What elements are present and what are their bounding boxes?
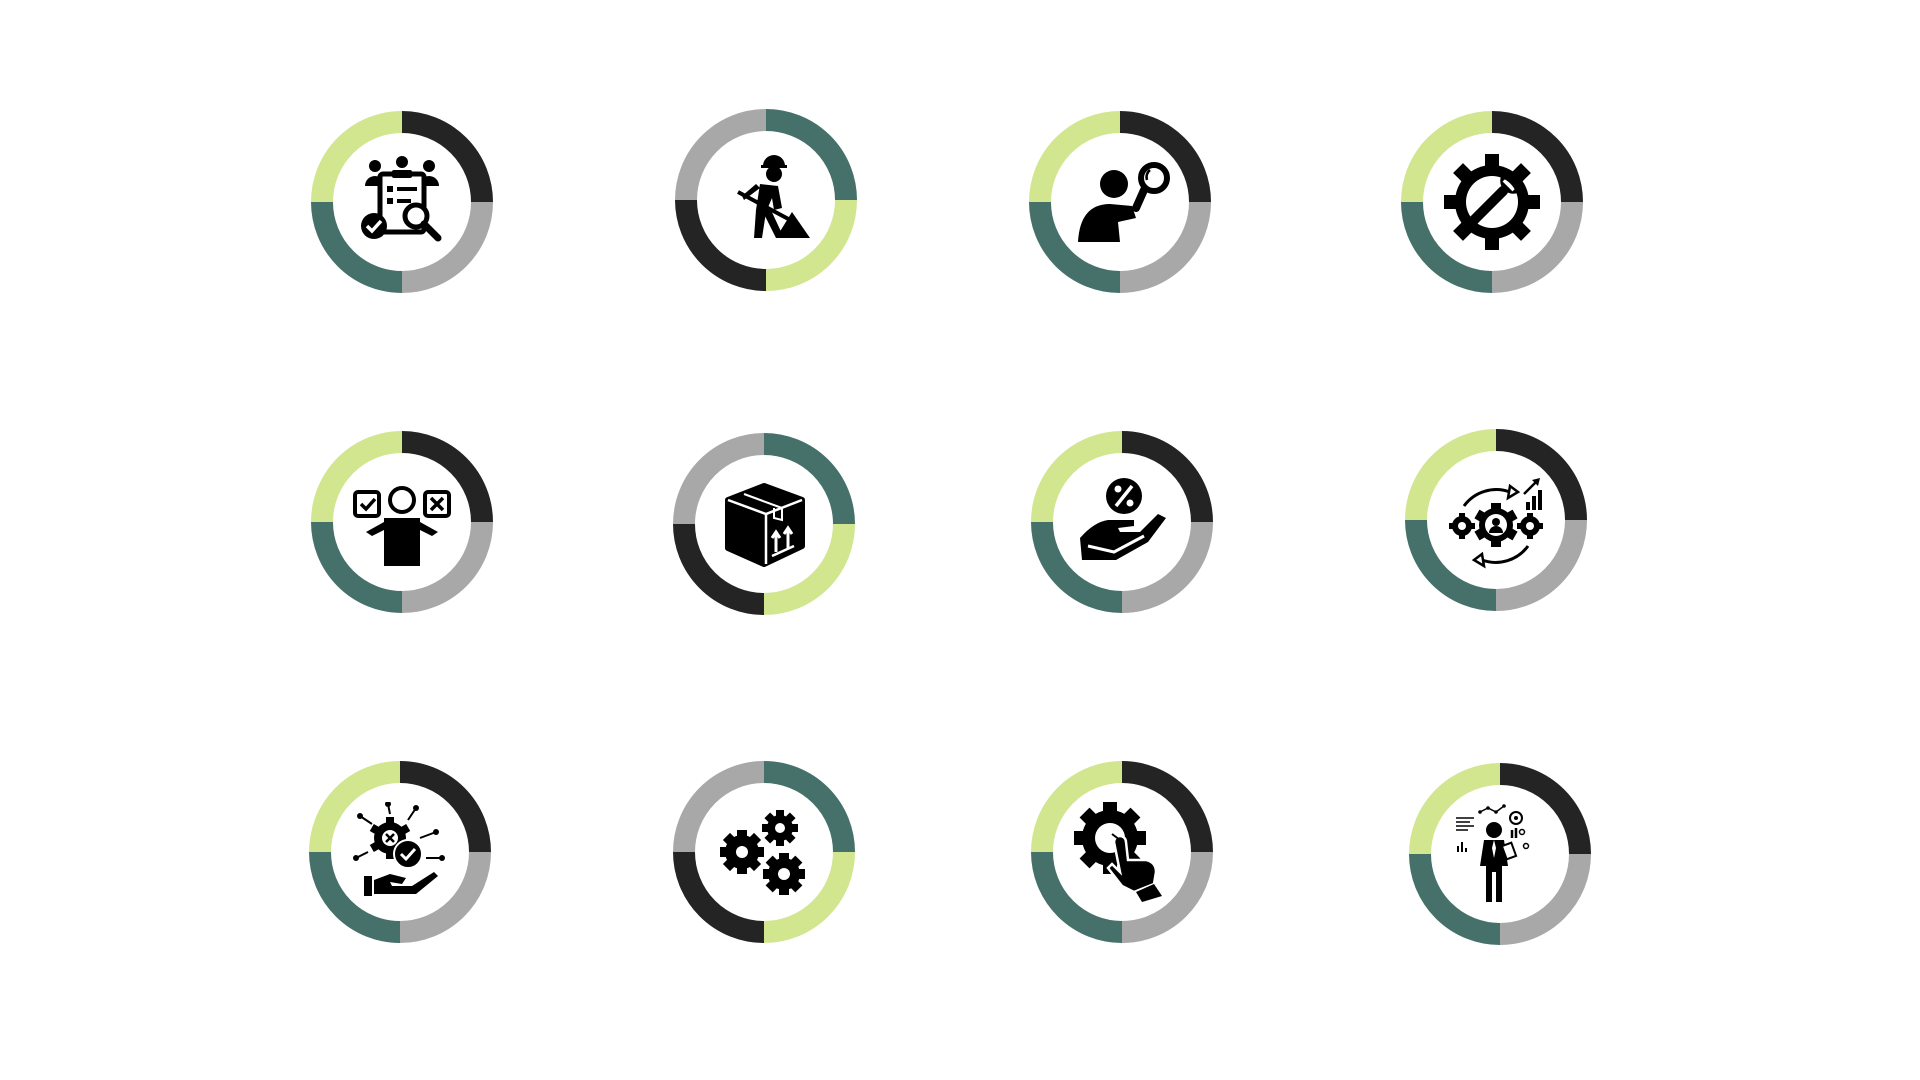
ring-segment-teal bbox=[765, 109, 857, 201]
ring-segment-teal bbox=[1031, 521, 1123, 613]
icon-badge-businessman bbox=[1408, 762, 1592, 946]
icon-badge-decision bbox=[310, 430, 494, 614]
ring-segment-gray bbox=[399, 851, 491, 943]
ring-segment-gray bbox=[1499, 853, 1591, 945]
ring-segment-lime bbox=[765, 199, 857, 291]
ring-segment-teal bbox=[1029, 201, 1121, 293]
ring-segment-dark bbox=[1499, 763, 1591, 855]
icon-badge-hand-gear bbox=[308, 760, 492, 944]
ring-segment-dark bbox=[675, 199, 767, 291]
package-box-icon bbox=[725, 483, 805, 567]
icon-badge-team-review bbox=[310, 110, 494, 294]
hand-percent-icon bbox=[1080, 478, 1166, 560]
ring-segment-gray bbox=[1121, 851, 1213, 943]
ring-segment-dark bbox=[401, 111, 493, 203]
ring-segment-gray bbox=[401, 201, 493, 293]
ring-segment-lime bbox=[763, 523, 855, 615]
ring-segment-dark bbox=[1495, 429, 1587, 521]
gear-wrench-icon bbox=[1444, 154, 1540, 250]
ring-segment-gray bbox=[673, 433, 765, 525]
ring-segment-gray bbox=[1491, 201, 1583, 293]
ring-segment-teal bbox=[311, 201, 403, 293]
donut-ring bbox=[311, 431, 493, 613]
icon-badge-person-search bbox=[1028, 110, 1212, 294]
ring-segment-lime bbox=[1031, 761, 1123, 853]
ring-segment-teal bbox=[1409, 853, 1501, 945]
person-magnifier-icon bbox=[1078, 162, 1170, 242]
ring-segment-teal bbox=[311, 521, 403, 613]
ring-segment-dark bbox=[399, 761, 491, 853]
ring-segment-gray bbox=[1119, 201, 1211, 293]
ring-segment-teal bbox=[1401, 201, 1493, 293]
ring-segment-dark bbox=[1119, 111, 1211, 203]
ring-segment-dark bbox=[673, 523, 765, 615]
ring-segment-teal bbox=[1405, 519, 1497, 611]
ring-segment-gray bbox=[673, 761, 765, 853]
ring-segment-dark bbox=[1491, 111, 1583, 203]
icon-badge-gear-click bbox=[1030, 760, 1214, 944]
ring-segment-teal bbox=[309, 851, 401, 943]
ring-segment-lime bbox=[1031, 431, 1123, 523]
decision-check-cross-icon bbox=[353, 486, 451, 566]
ring-segment-lime bbox=[1405, 429, 1497, 521]
ring-segment-dark bbox=[1121, 431, 1213, 523]
icon-badge-three-gears bbox=[672, 760, 856, 944]
hand-gear-solution-icon bbox=[353, 802, 445, 896]
gear-click-hand-icon bbox=[1074, 802, 1162, 902]
construction-worker-shovel-icon bbox=[737, 155, 810, 238]
ring-segment-teal bbox=[763, 761, 855, 853]
ring-segment-lime bbox=[763, 851, 855, 943]
ring-segment-teal bbox=[1031, 851, 1123, 943]
ring-segment-gray bbox=[1495, 519, 1587, 611]
icon-badge-gear-wrench bbox=[1400, 110, 1584, 294]
icon-badge-gear-cycle bbox=[1404, 428, 1588, 612]
ring-segment-lime bbox=[309, 761, 401, 853]
ring-segment-lime bbox=[1029, 111, 1121, 203]
ring-segment-lime bbox=[1401, 111, 1493, 203]
icon-badge-construction bbox=[674, 108, 858, 292]
ring-segment-gray bbox=[1121, 521, 1213, 613]
ring-segment-dark bbox=[1121, 761, 1213, 853]
icon-badge-package bbox=[672, 432, 856, 616]
gears-process-cycle-icon bbox=[1449, 478, 1543, 569]
ring-segment-dark bbox=[673, 851, 765, 943]
ring-segment-gray bbox=[675, 109, 767, 201]
ring-segment-teal bbox=[763, 433, 855, 525]
businessman-analytics-icon bbox=[1456, 804, 1530, 902]
ring-segment-lime bbox=[311, 111, 403, 203]
ring-segment-lime bbox=[311, 431, 403, 523]
ring-segment-gray bbox=[401, 521, 493, 613]
ring-segment-lime bbox=[1409, 763, 1501, 855]
icon-badge-hand-percent bbox=[1030, 430, 1214, 614]
three-gears-icon bbox=[720, 810, 805, 895]
ring-segment-dark bbox=[401, 431, 493, 523]
team-checklist-review-icon bbox=[361, 156, 442, 242]
